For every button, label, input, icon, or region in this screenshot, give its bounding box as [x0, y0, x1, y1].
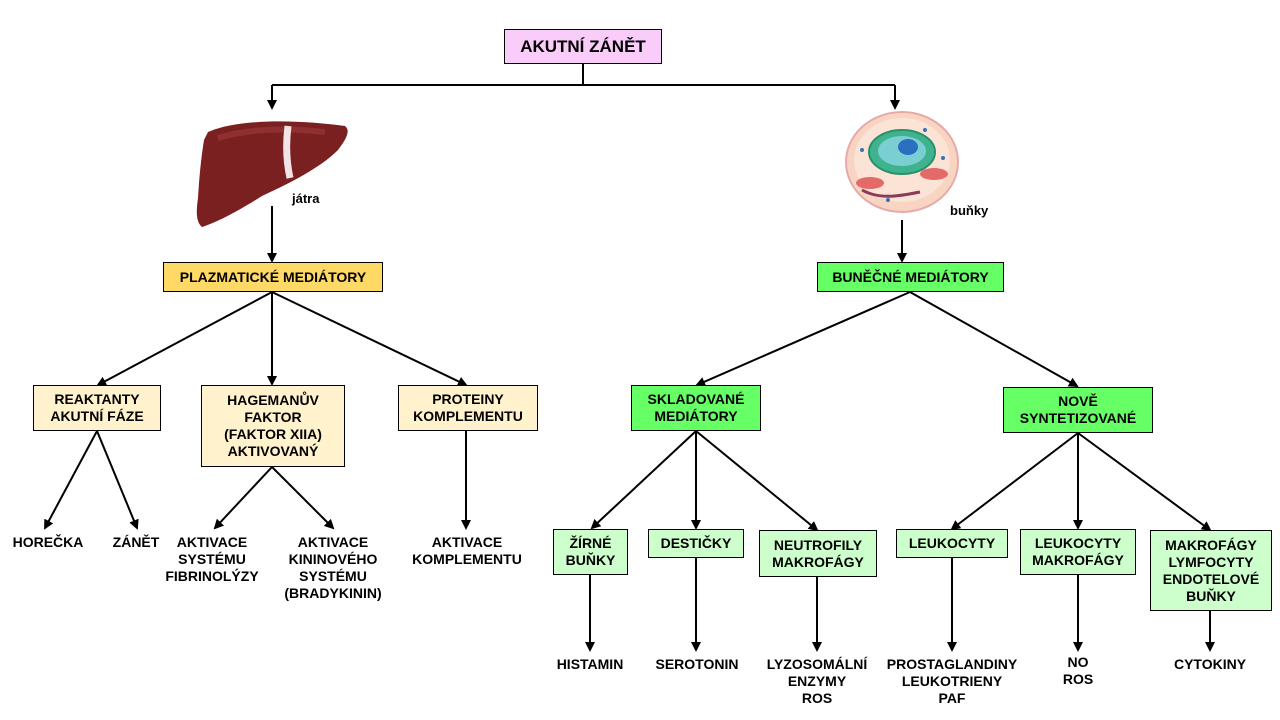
- prostaglandins-label: PROSTAGLANDINY LEUKOTRIENY PAF: [886, 656, 1018, 706]
- lysosomal-enzymes-label: LYZOSOMÁLNÍ ENZYMY ROS: [766, 656, 868, 706]
- arrow-plasma-to-complement: [271, 291, 468, 387]
- inflammation-label: ZÁNĚT: [112, 534, 160, 550]
- fibrinolysis-label: AKTIVACE SYSTÉMU FIBRINOLÝZY: [165, 534, 259, 584]
- cytokines-label: CYTOKINY: [1173, 656, 1247, 672]
- kinin-system-label: AKTIVACE KININOVÉHO SYSTÉMU (BRADYKININ): [284, 534, 382, 601]
- root-box: AKUTNÍ ZÁNĚT: [504, 29, 662, 64]
- cell-caption: buňky: [950, 203, 989, 218]
- complement-activation-label: AKTIVACE KOMPLEMENTU: [412, 534, 522, 567]
- no-ros-label: NO ROS: [1062, 654, 1094, 687]
- arrow-hageman-to-fibrinolysis: [213, 466, 273, 530]
- fever-label: HOREČKA: [12, 534, 84, 550]
- platelets-box: DESTIČKY: [648, 529, 744, 558]
- serotonin-label: SEROTONIN: [655, 656, 739, 672]
- arrow-acute-to-fever: [44, 430, 98, 530]
- arrow-new-to-leukocytes: [950, 432, 1079, 531]
- arrow-acute-to-inflammation: [96, 430, 139, 530]
- acute-phase-box: REAKTANTY AKUTNÍ FÁZE: [33, 385, 161, 431]
- cellular-mediators-box: BUNĚČNÉ MEDIÁTORY: [817, 262, 1004, 292]
- liver-icon: [196, 121, 348, 227]
- complement-proteins-box: PROTEINY KOMPLEMENTU: [398, 385, 538, 431]
- newly-synthesized-box: NOVĚ SYNTETIZOVANÉ: [1003, 387, 1153, 433]
- arrow-hageman-to-kinin: [271, 466, 335, 530]
- liver-caption: játra: [292, 191, 320, 206]
- stored-mediators-box: SKLADOVANÉ MEDIÁTORY: [631, 385, 761, 431]
- arrow-stored-to-mast: [590, 430, 697, 530]
- arrow-new-to-macro-lympho: [1077, 432, 1212, 532]
- cell-icon: [845, 111, 959, 213]
- neutrophils-macrophages-box: NEUTROFILY MAKROFÁGY: [759, 530, 877, 577]
- arrow-cellular-to-stored: [695, 291, 911, 387]
- histamine-label: HISTAMIN: [556, 656, 624, 672]
- leukocytes-macrophages-box: LEUKOCYTY MAKROFÁGY: [1020, 529, 1136, 575]
- mast-cells-box: ŽÍRNÉ BUŇKY: [553, 529, 628, 575]
- arrow-plasma-to-acute: [96, 291, 273, 386]
- macrophages-lymphocytes-box: MAKROFÁGY LYMFOCYTY ENDOTELOVÉ BUŇKY: [1150, 530, 1272, 611]
- arrow-stored-to-neutrophils: [695, 430, 819, 532]
- arrow-cellular-to-new: [909, 291, 1079, 387]
- leukocytes-box: LEUKOCYTY: [896, 529, 1008, 558]
- plasma-mediators-box: PLAZMATICKÉ MEDIÁTORY: [163, 262, 383, 292]
- hageman-factor-box: HAGEMANŮV FAKTOR (FAKTOR XIIA) AKTIVOVAN…: [201, 385, 345, 467]
